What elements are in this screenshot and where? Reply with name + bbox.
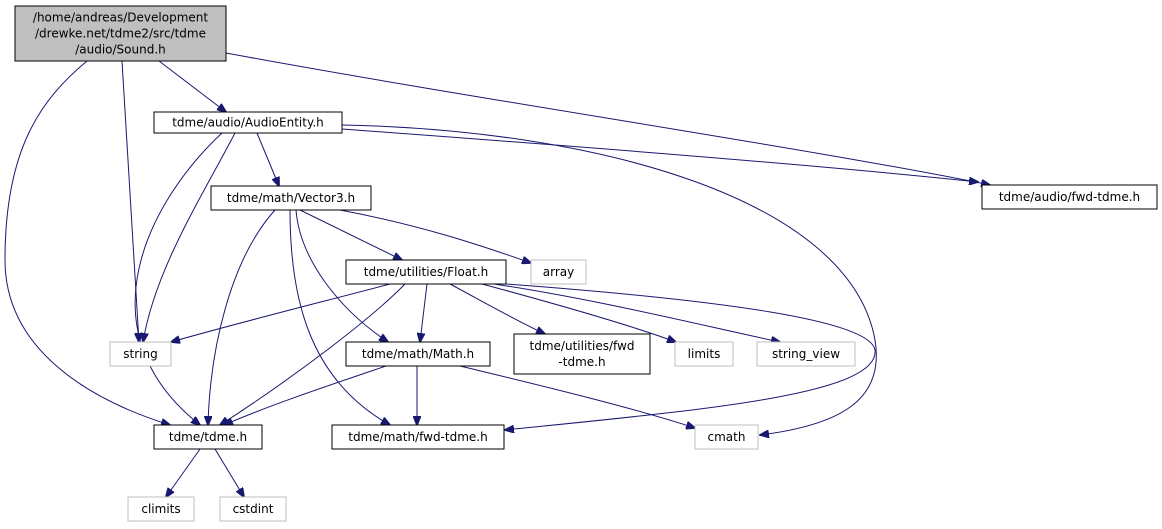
edge-float-to-string [171, 283, 391, 342]
node-cstdint[interactable]: cstdint [219, 496, 287, 522]
edge-float-to-utilfwd [449, 283, 545, 334]
edge-root-to-audioentity [158, 60, 226, 112]
node-mathfwd[interactable]: tdme/math/fwd-tdme.h [331, 424, 505, 450]
node-audioentity[interactable]: tdme/audio/AudioEntity.h [153, 111, 343, 134]
node-cmath[interactable]: cmath [694, 424, 759, 450]
node-box [513, 333, 651, 375]
edge-tdme-to-climits [166, 448, 201, 497]
edge-vector3-to-array [339, 209, 531, 263]
node-label: climits [141, 502, 180, 516]
node-label: array [543, 265, 574, 279]
node-box [153, 111, 343, 134]
node-vector3[interactable]: tdme/math/Vector3.h [210, 185, 372, 211]
node-label: tdme/utilities/Float.h [364, 265, 489, 279]
node-box [694, 424, 759, 450]
node-box [219, 496, 287, 522]
edge-audioentity-to-audiofwd [341, 128, 978, 182]
edge-vector3-to-tdme [208, 209, 276, 425]
edge-audioentity-to-cmath [341, 124, 877, 435]
edge-math-to-tdme [224, 365, 387, 425]
edge-float-to-math [420, 283, 428, 342]
node-box [345, 341, 491, 367]
edge-vector3-to-float [299, 209, 402, 260]
node-box [756, 341, 856, 367]
node-label: string [123, 347, 157, 361]
node-label: limits [688, 347, 721, 361]
node-label: tdme/utilities/fwd [530, 339, 635, 353]
node-label: cstdint [233, 502, 274, 516]
node-box [210, 185, 372, 211]
node-string-view[interactable]: string_view [756, 341, 856, 367]
node-label: /home/andreas/Development [33, 11, 208, 25]
node-label: tdme/tdme.h [169, 430, 247, 444]
node-box [674, 341, 734, 367]
edge-vector3-to-mathfwd [289, 209, 390, 425]
node-box [127, 496, 195, 522]
node-string[interactable]: string [109, 341, 172, 367]
node-label: tdme/audio/fwd-tdme.h [999, 190, 1140, 204]
node-label: tdme/audio/AudioEntity.h [172, 116, 324, 130]
node-label: tdme/math/fwd-tdme.h [348, 430, 487, 444]
node-array[interactable]: array [530, 259, 587, 285]
node-label: /drewke.net/tdme2/src/tdme [35, 27, 206, 41]
node-box [981, 184, 1158, 210]
node-label: /audio/Sound.h [75, 43, 166, 57]
edge-vector3-to-math [295, 209, 388, 342]
node-label: -tdme.h [558, 355, 605, 369]
edge-float-to-mathfwd [505, 283, 876, 430]
edge-float-to-tdme [220, 283, 406, 425]
edge-float-to-string_view [493, 283, 780, 342]
node-float[interactable]: tdme/utilities/Float.h [345, 259, 507, 285]
node-limits[interactable]: limits [674, 341, 734, 367]
edge-audioentity-to-tdme [134, 132, 223, 425]
edge-tdme-to-cstdint [214, 448, 244, 497]
node-label: string_view [772, 347, 840, 361]
node-root[interactable]: /home/andreas/Development/drewke.net/tdm… [14, 5, 227, 62]
node-math[interactable]: tdme/math/Math.h [345, 341, 491, 367]
edge-root-to-audiofwd [225, 52, 990, 185]
node-tdme[interactable]: tdme/tdme.h [153, 424, 263, 450]
node-climits[interactable]: climits [127, 496, 195, 522]
node-box [14, 5, 227, 62]
node-label: tdme/math/Math.h [362, 347, 474, 361]
edge-math-to-cmath [459, 365, 695, 428]
node-audiofwd[interactable]: tdme/audio/fwd-tdme.h [981, 184, 1158, 210]
node-box [530, 259, 587, 285]
edge-root-to-string [121, 60, 139, 342]
node-box [109, 341, 172, 367]
node-box [345, 259, 507, 285]
edge-audioentity-to-string [143, 132, 236, 342]
edge-audioentity-to-vector3 [256, 132, 279, 186]
node-label: cmath [708, 430, 746, 444]
node-box [153, 424, 263, 450]
node-label: tdme/math/Vector3.h [227, 191, 355, 205]
edge-float-to-limits [481, 283, 676, 342]
node-box [331, 424, 505, 450]
edge-root-to-tdme [4, 60, 170, 425]
node-utilfwd[interactable]: tdme/utilities/fwd -tdme.h [513, 333, 651, 375]
